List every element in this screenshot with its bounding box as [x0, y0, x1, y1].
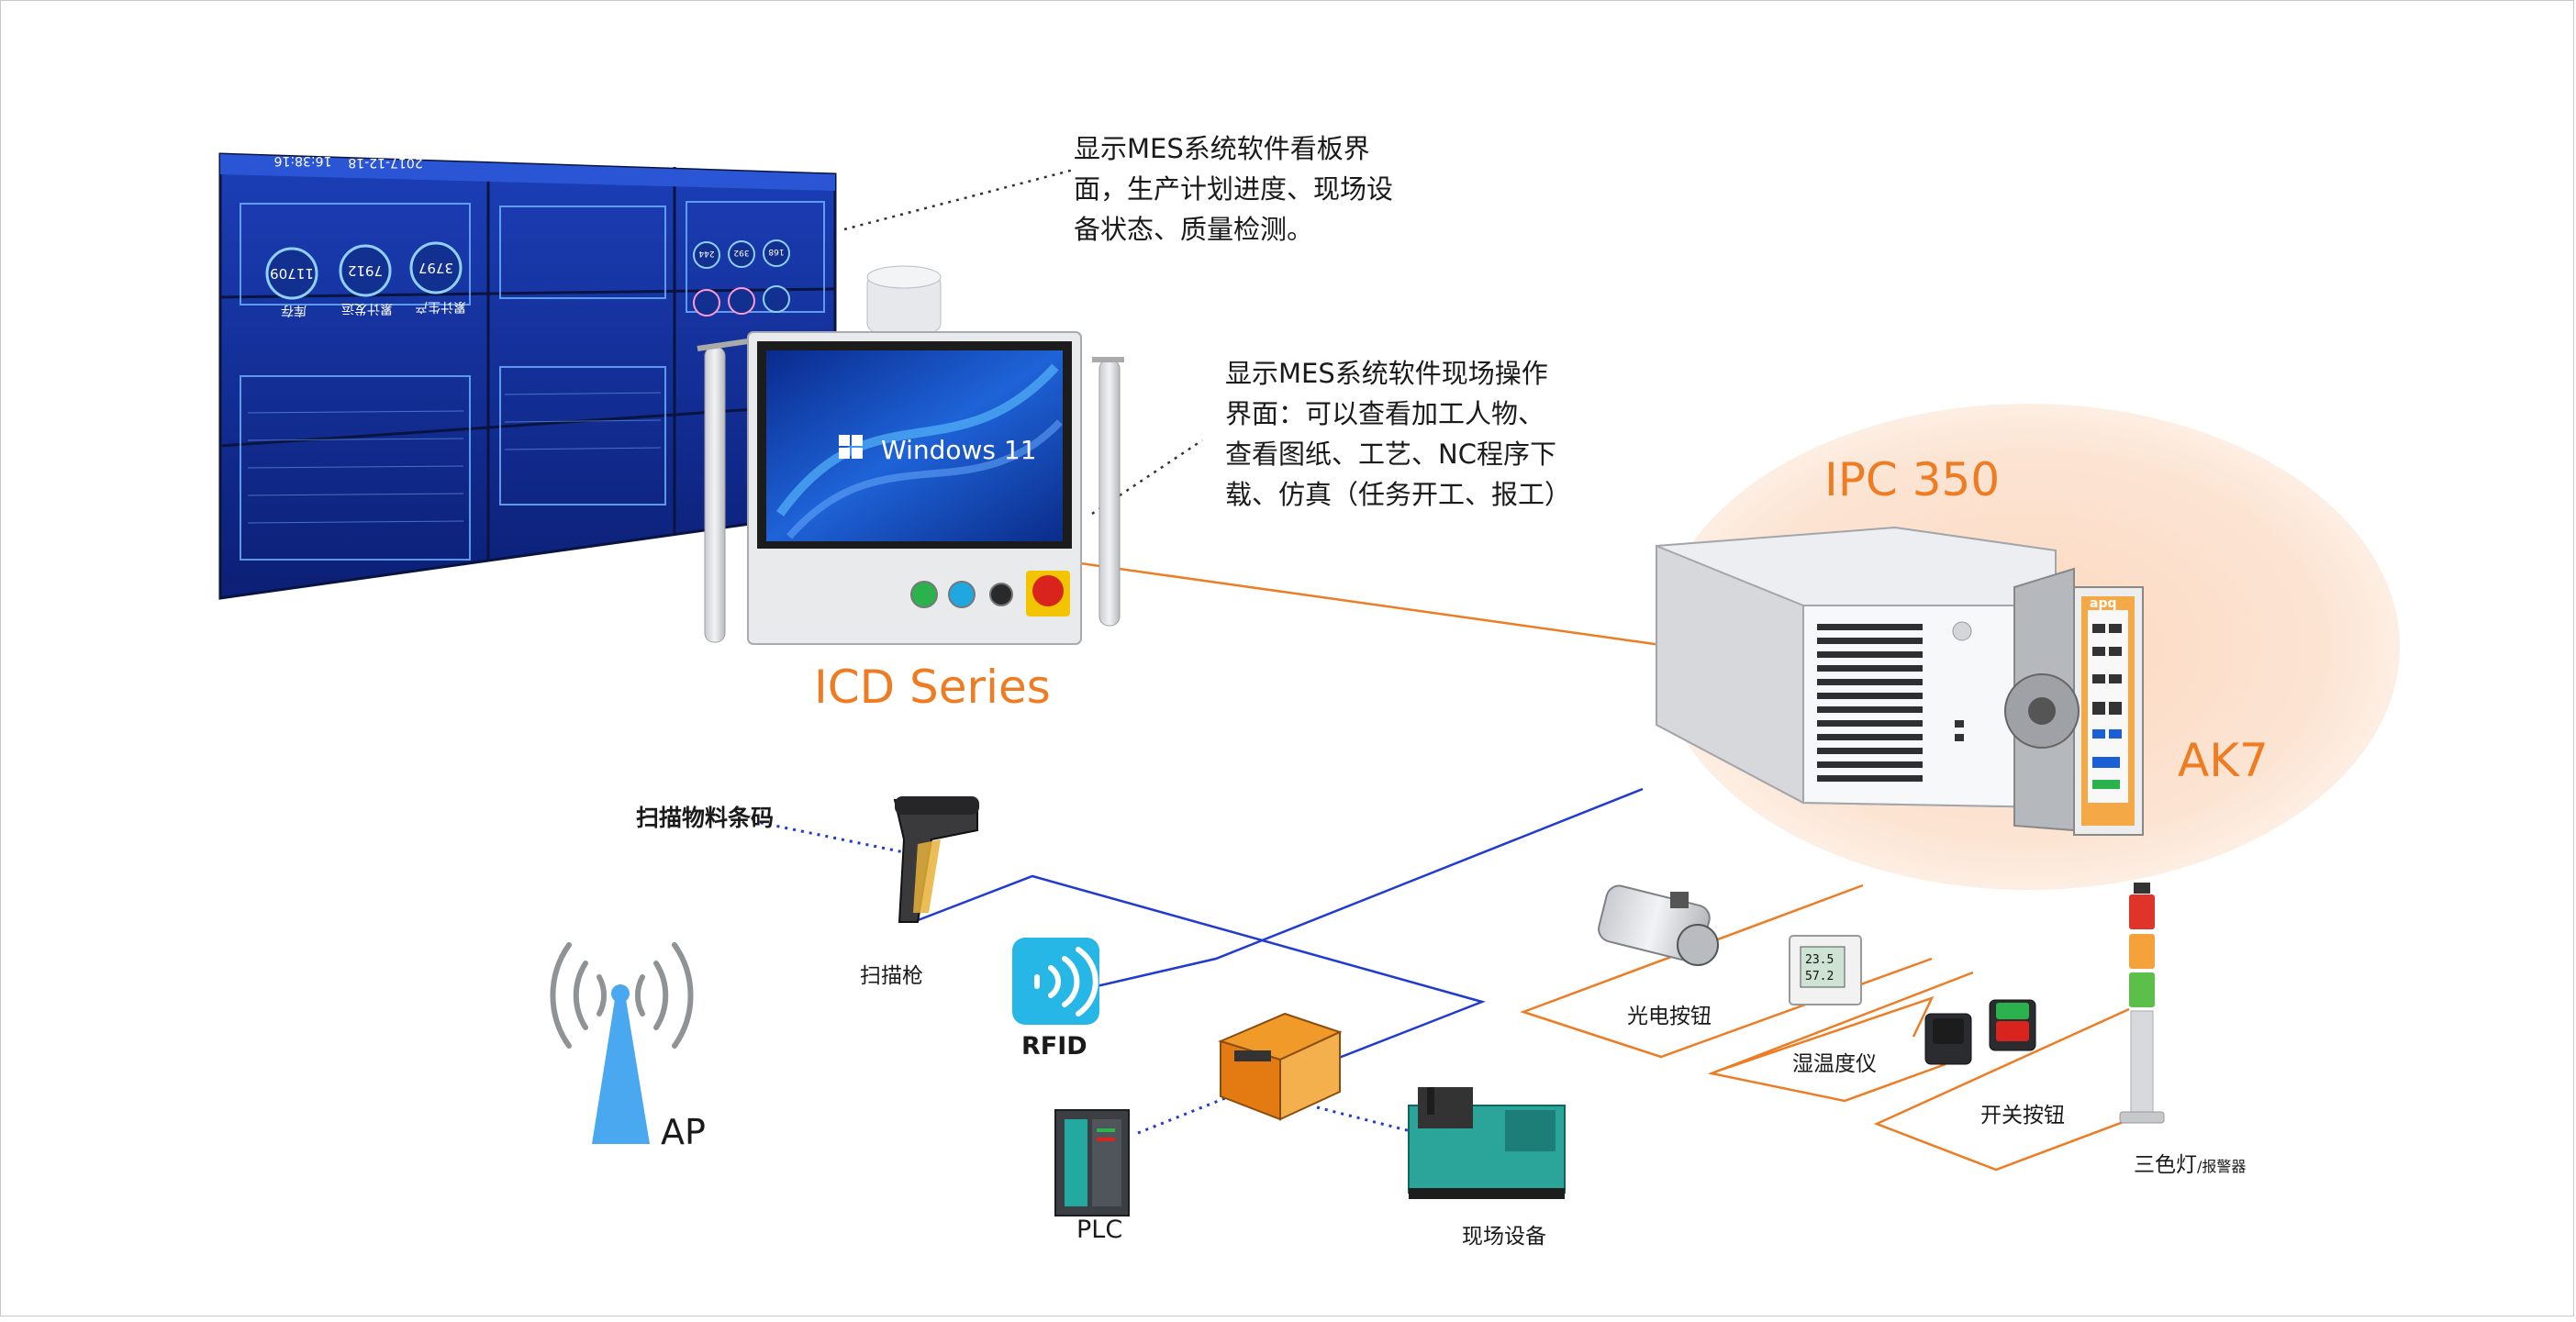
ipc-label: IPC 350 [1824, 453, 2001, 506]
icd-screen-text: Windows 11 [881, 435, 1037, 465]
link-controller-field [1316, 1105, 1419, 1135]
gauge-value-5: 392 [733, 248, 749, 257]
hygrometer-label: 湿温度仪 [1792, 1052, 1877, 1076]
scanner-label: 扫描枪 [860, 964, 923, 988]
icd-panel-pc [697, 265, 1124, 645]
hygrometer-reading-1: 23.5 [1805, 953, 1834, 967]
ak7-label: AK7 [2178, 734, 2269, 787]
wall-gauge-values: 11709 7912 3797 244 392 168 2017-12-18 1… [270, 153, 784, 317]
generator-equipment [1408, 1087, 1566, 1199]
link-ipc-network [1096, 787, 1644, 988]
plc-label: PLC [1076, 1216, 1123, 1244]
ap-wifi-icon [550, 942, 694, 1049]
link-tower-light [1873, 1007, 2144, 1172]
wall-panel-label-2: 累计发运 [341, 301, 393, 316]
hygrometer-readings: 23.5 57.2 [1805, 953, 1834, 983]
ak7-box [2004, 567, 2144, 836]
ap-label: AP [661, 1112, 706, 1152]
link-switch [1707, 971, 1974, 1103]
gauge-value-1: 11709 [270, 265, 314, 282]
switch-button-label: 开关按钮 [1980, 1104, 2065, 1128]
hygrometer-device [1789, 935, 1862, 1005]
rfid-label: RFID [1021, 1032, 1087, 1061]
wall-description: 显示MES系统软件看板界面，生产计划进度、现场设备状态、质量检测。 [1074, 133, 1394, 245]
hygrometer-reading-2: 57.2 [1805, 970, 1834, 983]
rfid-icon [1012, 938, 1099, 1025]
tower-light [2119, 883, 2165, 1124]
link-hygrometer [1715, 995, 1935, 1073]
gauge-value-6: 168 [768, 247, 784, 256]
connection-lines [752, 168, 2144, 1172]
link-icd-ipc [1073, 561, 1662, 647]
barcode-scanner-icon [893, 796, 979, 923]
ap-antenna-icon [592, 984, 650, 1144]
photo-button-label: 光电按钮 [1627, 1005, 1712, 1028]
gauge-value-3: 3797 [418, 260, 453, 276]
wall-date: 2017-12-18 [348, 155, 422, 170]
link-scanner-hub [912, 874, 1486, 1083]
wall-panel-label-1: 累计生产 [415, 299, 466, 314]
field-device-label: 现场设备 [1462, 1225, 1546, 1249]
switch-buttons [1924, 999, 2036, 1065]
leader-icd [1091, 439, 1203, 516]
tower-light-sub: /报警器 [2197, 1158, 2247, 1175]
plc-unit [1054, 1109, 1130, 1216]
scanner-caption: 扫描物料条码 [636, 805, 775, 831]
ak7-brand: apq [2090, 596, 2117, 611]
wall-panel-label-3: 库存 [281, 303, 307, 317]
icd-label: ICD Series [814, 661, 1051, 714]
icd-description: 显示MES系统软件现场操作界面：可以查看加工人物、查看图纸、工艺、NC程序下载、… [1225, 358, 1572, 510]
wall-time: 16:38:16 [273, 153, 331, 168]
gauge-value-2: 7912 [348, 262, 383, 279]
tower-light-main: 三色灯 [2134, 1153, 2197, 1177]
controller-module [1218, 1012, 1343, 1121]
leader-scanner [752, 819, 909, 855]
tower-light-label: 三色灯/报警器 [2134, 1147, 2246, 1178]
photoelectric-sensor [1598, 884, 1719, 966]
gauge-value-4: 244 [698, 249, 714, 258]
